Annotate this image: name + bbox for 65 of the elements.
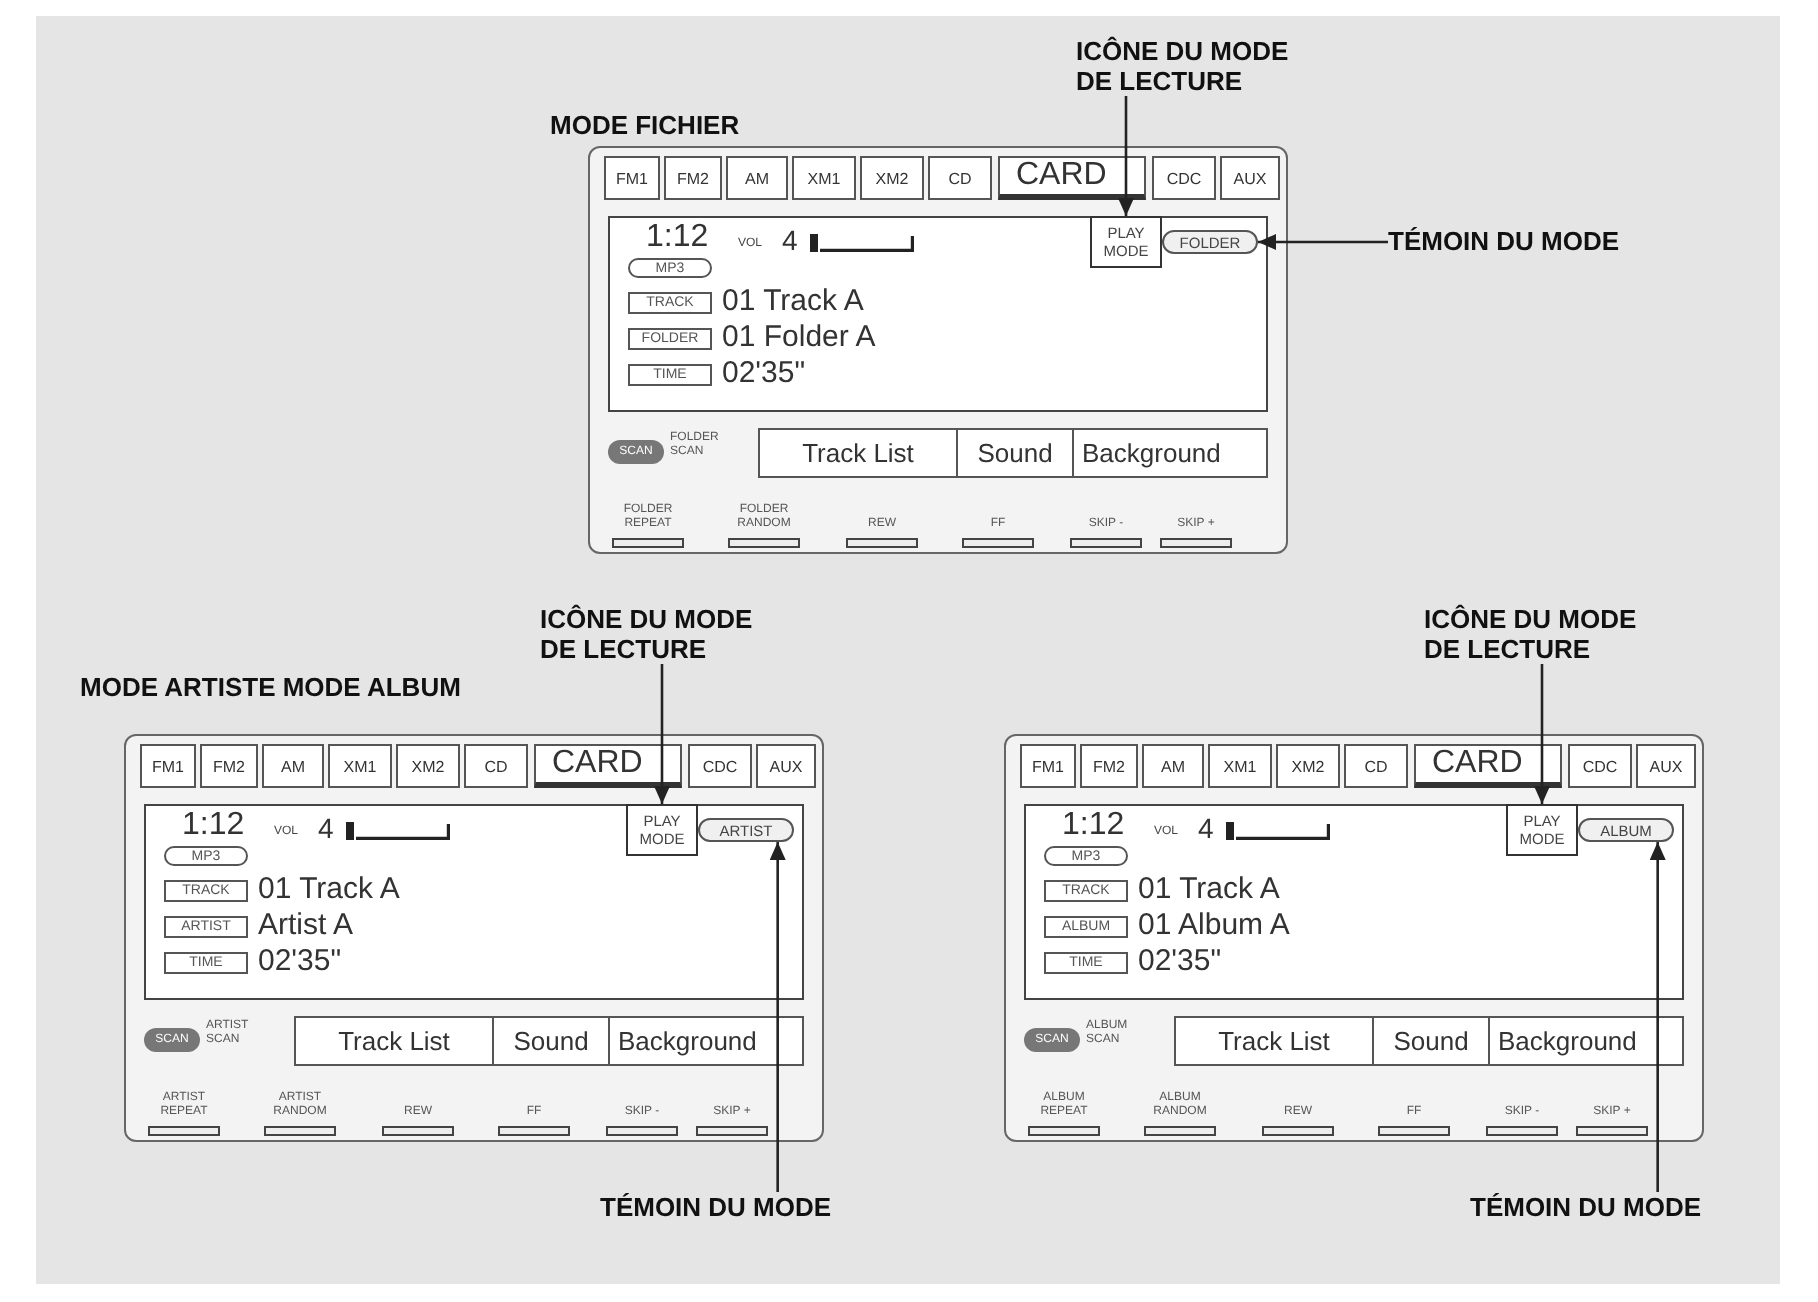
clock-time: 1:12 (182, 808, 245, 844)
menu-option: Background (1488, 1016, 1684, 1066)
callout-label: TÉMOIN DU MODE (1470, 1192, 1702, 1222)
source-tab: CDC (1152, 156, 1216, 200)
source-tab: FM1 (140, 744, 196, 788)
leader-arrow (1534, 664, 1550, 804)
playback-info: 02'35" (258, 944, 342, 978)
volume-level: 4 (318, 812, 334, 844)
source-tab: CARD (998, 156, 1146, 200)
source-tab: AUX (1220, 156, 1280, 200)
leader-arrow (654, 664, 670, 804)
callout-label: TÉMOIN DU MODE (1388, 226, 1620, 256)
menu-option: Background (1072, 428, 1268, 478)
source-tab: FM2 (200, 744, 258, 788)
menu-option: Sound (491, 1016, 611, 1066)
callout-label: ICÔNE DU MODE DE LECTURE (540, 604, 768, 664)
menu-option: Track List (294, 1016, 494, 1066)
source-tab: AM (1142, 744, 1204, 788)
playback-info: 01 Track A (722, 284, 864, 318)
volume-level: 4 (782, 224, 798, 256)
source-tab: CD (928, 156, 992, 200)
callout-label: ICÔNE DU MODE DE LECTURE (1076, 36, 1304, 96)
source-tab: XM2 (396, 744, 460, 788)
playback-info: 02'35" (722, 356, 806, 390)
callout-label: TÉMOIN DU MODE (600, 1192, 832, 1222)
source-tab: FM2 (1080, 744, 1138, 788)
playback-info: 01 Track A (1138, 872, 1280, 906)
source-tab: XM1 (328, 744, 392, 788)
source-tab: FM1 (604, 156, 660, 200)
leader-arrow (769, 842, 786, 1192)
source-tab: CARD (1414, 744, 1562, 788)
menu-option: Track List (758, 428, 958, 478)
playback-info: 01 Album A (1138, 908, 1290, 942)
clock-time: 1:12 (646, 220, 709, 256)
source-tab: AUX (756, 744, 816, 788)
source-tab: AM (726, 156, 788, 200)
menu-option: Track List (1174, 1016, 1374, 1066)
source-tab: AM (262, 744, 324, 788)
leader-arrow (1258, 234, 1388, 250)
playback-info: 01 Folder A (722, 320, 876, 354)
playback-info: Artist A (258, 908, 354, 942)
menu-option: Sound (1371, 1016, 1491, 1066)
source-tab: XM2 (860, 156, 924, 200)
source-tab: XM2 (1276, 744, 1340, 788)
clock-time: 1:12 (1062, 808, 1125, 844)
playback-info: 01 Track A (258, 872, 400, 906)
mode-heading: MODE ARTISTE MODE ALBUM (80, 672, 461, 702)
source-tab: CD (1344, 744, 1408, 788)
menu-option: Sound (955, 428, 1075, 478)
menu-option: Background (608, 1016, 804, 1066)
volume-level: 4 (1198, 812, 1214, 844)
source-tab: XM1 (792, 156, 856, 200)
source-tab: FM2 (664, 156, 722, 200)
source-tab: FM1 (1020, 744, 1076, 788)
source-tab: CDC (1568, 744, 1632, 788)
source-tab: CD (464, 744, 528, 788)
mode-heading: MODE FICHIER (550, 110, 740, 140)
source-tab: XM1 (1208, 744, 1272, 788)
leader-arrow (1118, 96, 1134, 216)
leader-arrow (1649, 842, 1666, 1192)
playback-info: 02'35" (1138, 944, 1222, 978)
source-tab: CDC (688, 744, 752, 788)
source-tab: CARD (534, 744, 682, 788)
callout-label: ICÔNE DU MODE DE LECTURE (1424, 604, 1652, 664)
source-tab: AUX (1636, 744, 1696, 788)
